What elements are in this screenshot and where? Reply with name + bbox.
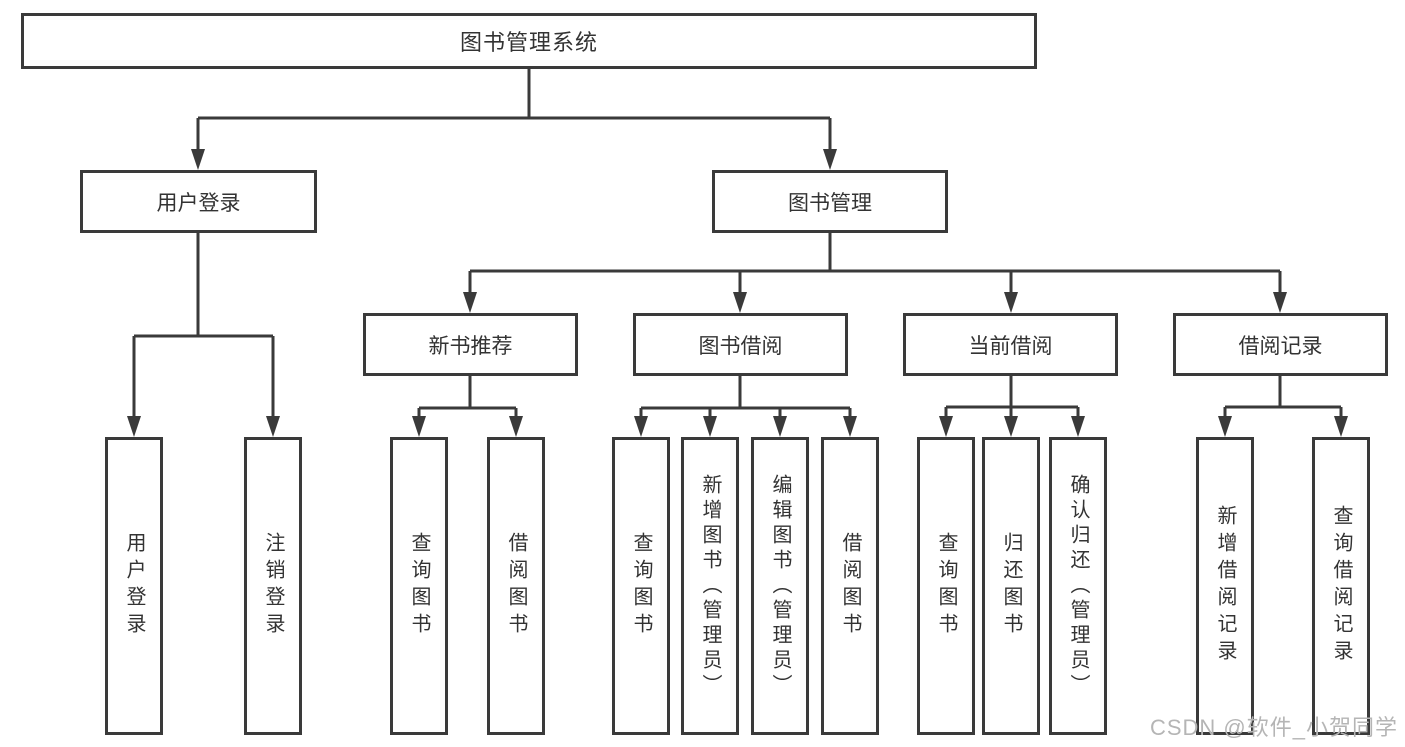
node-book-borrowing-label: 图书借阅 [698, 334, 783, 358]
leaf-logout: 注销登录 [244, 437, 302, 735]
leaf-query-borrow-record: 查询借阅记录 [1312, 437, 1370, 735]
connector-user-login-children [127, 233, 280, 437]
node-borrowing-records: 借阅记录 [1173, 313, 1388, 376]
leaf-confirm-return-admin: 确认归还（管理员） [1049, 437, 1107, 735]
leaf-borrow-books-2: 借阅图书 [821, 437, 879, 735]
leaf-query-books-1-label: 查询图书 [408, 532, 430, 640]
leaf-confirm-return-admin-label: 确认归还（管理员） [1067, 473, 1089, 699]
node-root-label: 图书管理系统 [459, 30, 598, 55]
leaf-borrow-books-1-label: 借阅图书 [505, 532, 527, 640]
leaf-return-book-label: 归还图书 [1000, 532, 1022, 640]
leaf-query-books-2-label: 查询图书 [630, 532, 652, 640]
node-borrowing-records-label: 借阅记录 [1238, 334, 1323, 358]
leaf-query-books-3: 查询图书 [917, 437, 975, 735]
node-book-borrowing: 图书借阅 [633, 313, 848, 376]
leaf-edit-book-admin: 编辑图书（管理员） [751, 437, 809, 735]
leaf-borrow-books-2-label: 借阅图书 [839, 532, 861, 640]
connector-book-management-children [463, 233, 1287, 313]
node-user-login-label: 用户登录 [156, 191, 241, 215]
leaf-user-login: 用户登录 [105, 437, 163, 735]
connector-borrowing-records-children [1218, 376, 1348, 437]
leaf-edit-book-admin-label: 编辑图书（管理员） [769, 473, 791, 699]
leaf-query-books-1: 查询图书 [390, 437, 448, 735]
connector-current-borrowing-children [939, 376, 1085, 437]
node-book-management-label: 图书管理 [788, 191, 872, 215]
csdn-watermark: CSDN @软件_小贺同学 [1149, 715, 1398, 740]
node-root-system: 图书管理系统 [21, 13, 1037, 69]
node-new-book-recommend-label: 新书推荐 [428, 334, 513, 358]
node-book-management: 图书管理 [712, 170, 948, 233]
connector-root-to-level2 [191, 69, 837, 170]
node-current-borrowing-label: 当前借阅 [968, 334, 1053, 358]
leaf-query-books-3-label: 查询图书 [935, 532, 957, 640]
leaf-add-borrow-record-label: 新增借阅记录 [1214, 505, 1236, 667]
leaf-query-books-2: 查询图书 [612, 437, 670, 735]
leaf-borrow-books-1: 借阅图书 [487, 437, 545, 735]
leaf-query-borrow-record-label: 查询借阅记录 [1330, 505, 1352, 667]
connector-new-book-recommend-children [412, 376, 523, 437]
node-new-book-recommend: 新书推荐 [363, 313, 578, 376]
leaf-return-book: 归还图书 [982, 437, 1040, 735]
leaf-logout-label: 注销登录 [262, 532, 284, 640]
leaf-user-login-label: 用户登录 [123, 532, 145, 640]
leaf-add-borrow-record: 新增借阅记录 [1196, 437, 1254, 735]
node-user-login: 用户登录 [80, 170, 317, 233]
leaf-add-book-admin-label: 新增图书（管理员） [699, 473, 721, 699]
node-current-borrowing: 当前借阅 [903, 313, 1118, 376]
connector-book-borrowing-children [634, 376, 857, 437]
leaf-add-book-admin: 新增图书（管理员） [681, 437, 739, 735]
